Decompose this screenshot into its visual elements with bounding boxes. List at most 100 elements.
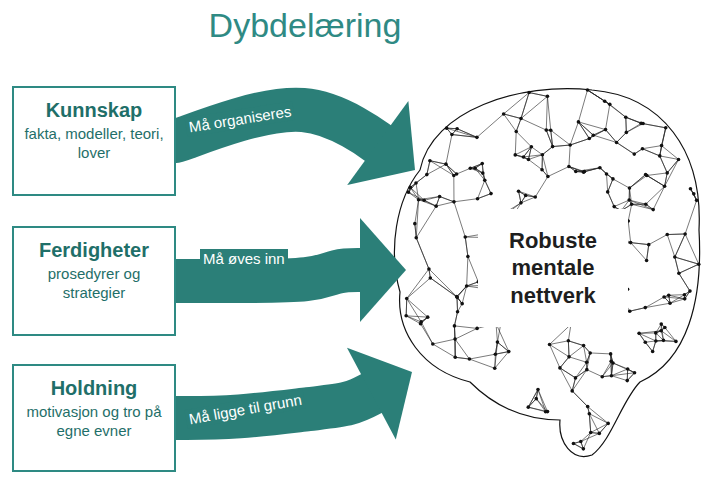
network-link xyxy=(647,173,667,176)
network-dot xyxy=(460,302,464,306)
network-link xyxy=(576,370,587,378)
network-link xyxy=(570,122,578,145)
network-link xyxy=(587,370,602,377)
network-link xyxy=(424,200,436,206)
network-link xyxy=(485,180,491,193)
network-link xyxy=(645,303,670,307)
network-link xyxy=(629,200,653,210)
network-link xyxy=(649,235,667,245)
network-link xyxy=(614,200,629,207)
network-dot xyxy=(664,126,668,130)
network-dot xyxy=(540,168,544,172)
network-link xyxy=(646,175,665,187)
network-link xyxy=(656,340,676,341)
network-dot xyxy=(427,267,431,271)
network-link xyxy=(550,344,560,367)
box-body: motivasjon og tro på egne evner xyxy=(22,403,166,441)
network-dot xyxy=(549,128,553,132)
network-dot xyxy=(663,184,667,188)
network-dot xyxy=(587,137,591,141)
network-link xyxy=(667,233,685,235)
network-dot xyxy=(583,170,587,174)
network-link xyxy=(433,344,455,357)
network-link xyxy=(608,179,613,192)
network-link xyxy=(454,199,478,202)
network-link xyxy=(454,312,457,326)
network-link xyxy=(455,328,477,339)
network-dot xyxy=(453,355,457,359)
network-link xyxy=(675,257,679,273)
network-dot xyxy=(683,232,687,236)
network-link xyxy=(587,90,604,101)
network-dot xyxy=(643,340,647,344)
network-dot xyxy=(468,357,472,361)
network-dot xyxy=(688,289,692,293)
arrow-label: Må ligge til grunn xyxy=(184,389,306,429)
network-dot xyxy=(524,194,528,198)
network-dot xyxy=(610,374,614,378)
network-dot xyxy=(585,368,589,372)
network-box: Robuste mentale nettverk xyxy=(478,209,628,327)
network-link xyxy=(406,299,408,316)
text-holder: Robuste mentale nettverk xyxy=(486,227,620,310)
network-link xyxy=(528,155,542,160)
network-dot xyxy=(530,145,534,149)
network-link xyxy=(675,257,699,264)
diagram-title: Dybdelæring xyxy=(209,6,402,45)
network-dot xyxy=(548,343,552,347)
network-dot xyxy=(463,235,467,239)
network-link xyxy=(617,132,627,142)
network-dot xyxy=(609,352,613,356)
network-dot xyxy=(522,155,526,159)
network-link xyxy=(591,423,608,432)
arrow-shaft xyxy=(176,270,362,281)
network-dot xyxy=(534,397,538,401)
network-link xyxy=(690,189,696,201)
network-link xyxy=(590,352,610,354)
network-dot xyxy=(413,222,417,226)
network-dot xyxy=(633,371,637,375)
network-dot xyxy=(426,315,430,319)
arrow-head xyxy=(360,218,406,322)
network-link xyxy=(407,278,431,299)
network-link xyxy=(568,341,583,346)
box-heading: Ferdigheter xyxy=(22,238,166,262)
network-dot xyxy=(445,126,449,130)
network-dot xyxy=(493,366,497,370)
network-link xyxy=(454,326,456,339)
network-link xyxy=(626,117,641,123)
network-link xyxy=(454,202,465,237)
network-link xyxy=(641,123,666,127)
flow-arrow xyxy=(176,218,406,322)
network-link xyxy=(675,234,685,257)
network-dot xyxy=(438,195,442,199)
network-dot xyxy=(572,442,576,446)
network-link xyxy=(515,155,528,160)
network-link xyxy=(611,369,627,376)
network-link xyxy=(516,119,521,132)
network-dot xyxy=(519,117,523,121)
network-link xyxy=(665,159,679,186)
network-link xyxy=(446,164,454,175)
network-link xyxy=(581,433,591,442)
network-dot xyxy=(417,198,421,202)
network-link xyxy=(626,117,641,123)
network-link xyxy=(455,339,456,357)
network-link xyxy=(446,164,457,174)
box-heading: Holdning xyxy=(22,376,166,400)
network-link xyxy=(427,161,430,175)
box-heading: Kunnskap xyxy=(22,98,166,122)
network-link xyxy=(679,273,690,291)
network-dot xyxy=(604,128,608,132)
network-dot xyxy=(674,340,678,344)
network-dot xyxy=(605,172,609,176)
network-link xyxy=(629,175,645,189)
network-dot xyxy=(544,128,548,132)
network-link xyxy=(440,197,454,202)
network-link xyxy=(528,147,531,160)
network-dot xyxy=(546,95,550,99)
network-link xyxy=(467,282,479,286)
network-link xyxy=(546,96,547,130)
network-dot xyxy=(630,202,634,206)
network-dot xyxy=(612,205,616,209)
